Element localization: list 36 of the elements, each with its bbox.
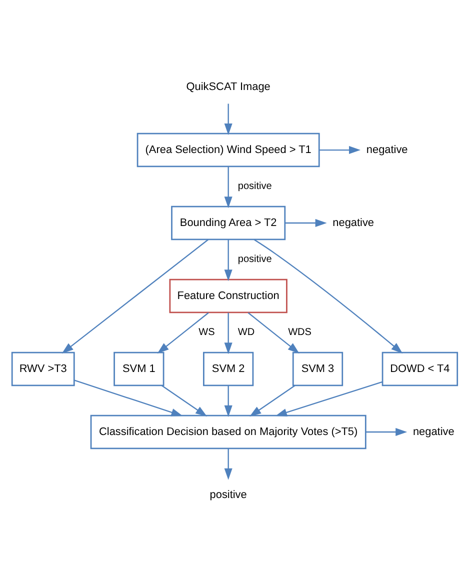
arrow (366, 428, 408, 436)
arrow (62, 239, 209, 354)
node-box: Feature Construction (169, 278, 288, 314)
edge-label: WD (238, 327, 255, 338)
arrow (275, 381, 382, 416)
node-box: RWV >T3 (11, 352, 75, 386)
edge-label: WDS (288, 327, 312, 338)
arrow (248, 312, 300, 354)
node-box: SVM 3 (292, 352, 344, 386)
edge-label: positive (238, 181, 272, 192)
node-box: SVM 1 (114, 352, 164, 386)
node-text: negative (366, 144, 408, 156)
edge-label: positive (238, 254, 272, 266)
node-text: negative (332, 216, 374, 229)
node-text: positive (210, 488, 247, 501)
node-text: negative (412, 426, 454, 438)
node-box: DOWD < T4 (382, 352, 458, 386)
arrow (319, 146, 360, 154)
node-text: QuikSCAT Image (186, 80, 270, 93)
node-box: Bounding Area > T2 (171, 206, 286, 240)
arrow (254, 239, 403, 354)
arrow (224, 448, 232, 480)
arrow (157, 312, 209, 354)
arrow (224, 240, 232, 282)
arrow (161, 385, 208, 417)
arrow (224, 386, 232, 417)
arrow (224, 104, 232, 135)
arrow (284, 219, 327, 228)
node-box: (Area Selection) Wind Speed > T1 (136, 132, 320, 168)
arrow (224, 166, 232, 208)
arrow (250, 385, 296, 417)
node-box: Classification Decision based on Majority Votes (>T5) (90, 414, 366, 450)
node-box: SVM 2 (203, 352, 254, 386)
arrow (224, 312, 232, 354)
arrow (74, 380, 183, 416)
edge-label: WS (198, 327, 215, 338)
